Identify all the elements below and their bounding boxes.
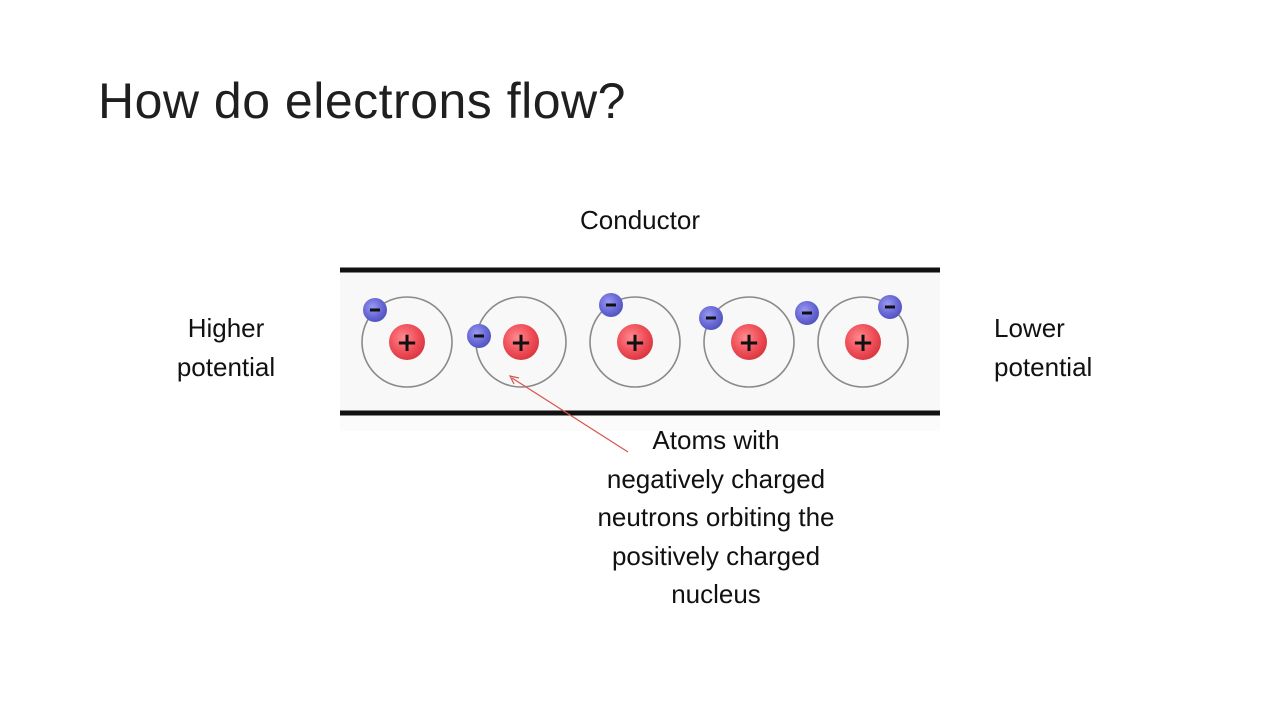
free-electron <box>795 301 819 325</box>
lower-potential-label: Lower potential <box>994 309 1134 387</box>
annotation-line: nucleus <box>671 579 761 609</box>
lower-potential-line-2: potential <box>994 352 1093 382</box>
atom-3: + <box>589 293 681 388</box>
orbit-ring <box>703 296 795 388</box>
nucleus <box>845 324 881 360</box>
lower-potential-line-1: Lower <box>994 313 1065 343</box>
electron-minus-icon <box>802 311 812 315</box>
slide-title: How do electrons flow? <box>98 73 626 129</box>
electron-minus-icon <box>474 334 484 338</box>
nucleus <box>503 324 539 360</box>
nucleus-plus-icon: + <box>852 328 874 358</box>
nucleus-plus-icon: + <box>624 328 646 358</box>
orbit-ring <box>361 296 453 388</box>
nucleus-plus-icon: + <box>738 328 760 358</box>
atom-5: + <box>817 295 909 388</box>
electron-minus-icon <box>706 316 716 320</box>
orbit-ring <box>589 296 681 388</box>
electron-minus-icon <box>370 308 380 312</box>
conductor-shadow <box>340 415 940 431</box>
higher-potential-line-2: potential <box>176 352 276 382</box>
atom-2: + <box>467 296 567 388</box>
annotation-line: negatively charged <box>606 463 826 494</box>
atom-1: + <box>361 296 453 388</box>
nucleus <box>617 324 653 360</box>
nucleus-plus-icon: + <box>396 328 418 358</box>
higher-potential-label: Higher potential <box>146 309 306 387</box>
nucleus <box>731 324 767 360</box>
atom-4: + <box>699 296 795 388</box>
annotation-line: Atoms with <box>652 425 780 455</box>
electron-minus-icon <box>606 303 616 307</box>
atoms-annotation: Atoms with negatively charged neutrons o… <box>560 421 872 614</box>
annotation-arrow <box>508 375 629 453</box>
orbit-ring <box>817 296 909 388</box>
nucleus <box>389 324 425 360</box>
annotation-line: positively charged <box>611 540 821 571</box>
annotation-line: neutrons orbiting the <box>597 502 835 532</box>
electron-minus-icon <box>885 305 895 309</box>
nucleus-plus-icon: + <box>510 328 532 358</box>
higher-potential-line-1: Higher <box>187 313 265 343</box>
conductor-label: Conductor <box>580 205 700 235</box>
